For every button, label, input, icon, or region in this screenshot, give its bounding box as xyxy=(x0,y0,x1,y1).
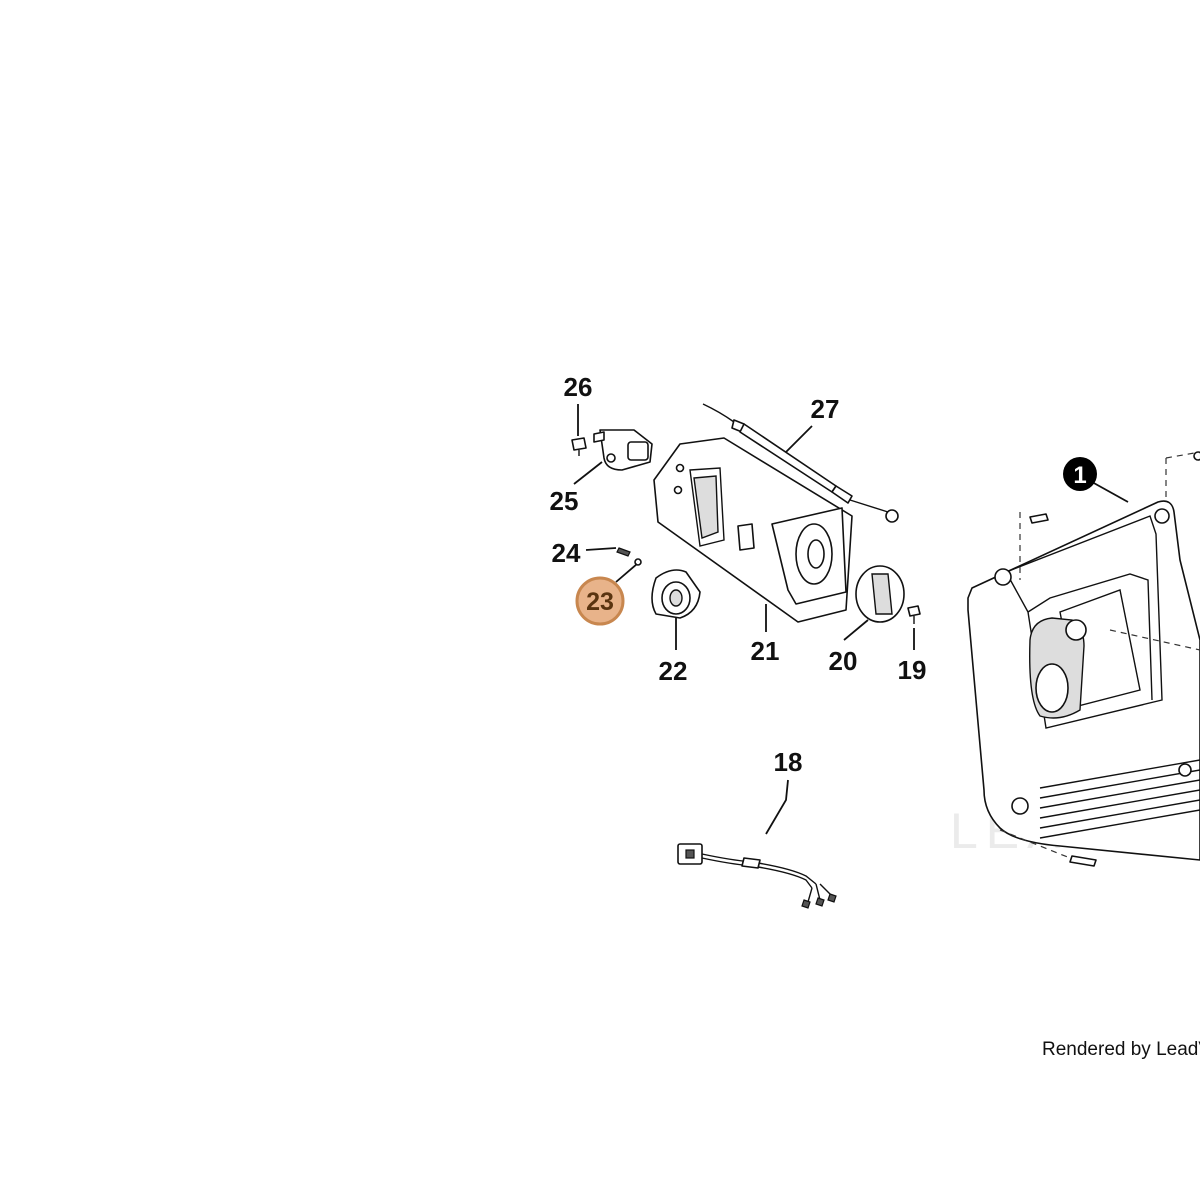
callout-25[interactable]: 25 xyxy=(550,486,579,516)
callout-1-badge[interactable]: 1 xyxy=(1063,457,1097,491)
callout-22[interactable]: 22 xyxy=(659,656,688,686)
callout-1[interactable]: 1 xyxy=(1073,462,1086,489)
part-27-cable xyxy=(702,403,899,523)
callout-20[interactable]: 20 xyxy=(829,646,858,676)
part-25-bracket xyxy=(593,429,653,471)
callout-26[interactable]: 26 xyxy=(564,372,593,402)
callout-21[interactable]: 21 xyxy=(751,636,780,666)
callout-23-highlight[interactable]: 23 xyxy=(575,576,625,626)
callout-27[interactable]: 27 xyxy=(811,394,840,424)
callout-23[interactable]: 23 xyxy=(586,588,614,616)
panel-vent-slots xyxy=(1039,759,1200,839)
part-26-bolt xyxy=(571,437,587,456)
part-1-housing-panel xyxy=(967,451,1200,867)
callout-24[interactable]: 24 xyxy=(552,538,581,568)
callout-18[interactable]: 18 xyxy=(774,747,803,777)
part-20-knob xyxy=(855,565,905,623)
part-22-knob-assembly xyxy=(651,569,701,619)
badge-circle xyxy=(1063,457,1097,491)
part-24-pin xyxy=(616,547,631,557)
part-21-control-panel xyxy=(653,437,853,623)
callout-19[interactable]: 19 xyxy=(898,655,927,685)
render-credit: Rendered by LeadVe xyxy=(1042,1039,1200,1060)
leader-lines xyxy=(573,404,1129,835)
highlight-circle xyxy=(575,576,625,626)
part-19-screw xyxy=(907,605,921,624)
part-18-harness xyxy=(677,843,837,909)
